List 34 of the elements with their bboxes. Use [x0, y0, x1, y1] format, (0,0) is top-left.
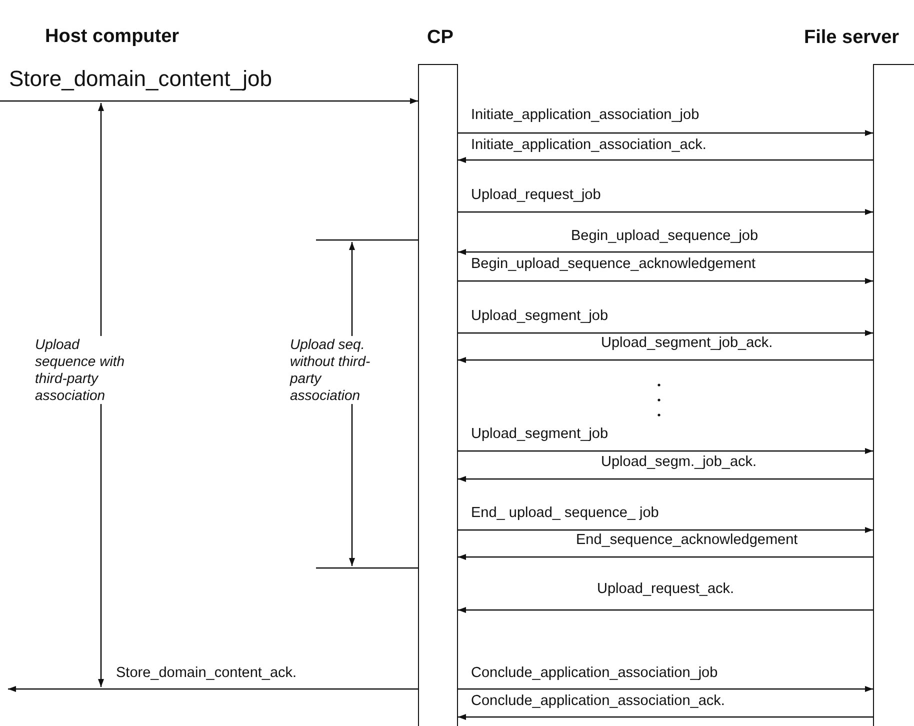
- edge-label: Upload_segment_job_ack.: [600, 335, 774, 352]
- edge-label: Initiate_application_association_job: [470, 107, 700, 124]
- edge-label: Begin_upload_sequence_job: [570, 228, 760, 245]
- edge-label: Begin_upload_sequence_acknowledgement: [470, 256, 757, 273]
- message-arrow: [458, 448, 873, 454]
- message-arrow: [458, 686, 873, 692]
- message-arrow: [458, 157, 873, 163]
- message-arrow: [8, 686, 418, 692]
- edge-label: End_ upload_ sequence_ job: [470, 505, 660, 522]
- edge-label: Store_domain_content_ack.: [115, 665, 298, 682]
- message-arrow: [458, 527, 873, 533]
- edge-label: Upload_segment_job: [470, 426, 610, 443]
- edge-label: Conclude_application_association_job: [470, 665, 719, 682]
- message-arrow: [458, 249, 873, 255]
- lifeline-heading: CP: [427, 27, 454, 49]
- edge-label: Conclude_application_association_ack.: [470, 693, 726, 710]
- edge-label: Upload_request_ack.: [596, 581, 736, 598]
- edge-label: Upload_segment_job: [470, 308, 610, 325]
- edge-label: End_sequence_acknowledgement: [575, 532, 799, 549]
- message-arrow: [0, 98, 418, 104]
- edge-label: Initiate_application_association_ack.: [470, 137, 708, 154]
- edge-label: Upload_segm._job_ack.: [600, 454, 758, 471]
- message-arrow: [458, 278, 873, 284]
- message-arrow: [458, 130, 873, 136]
- message-arrow: [458, 330, 873, 336]
- message-arrow: [458, 607, 873, 613]
- lifeline-heading: File server: [804, 27, 900, 49]
- edge-label: Upload_request_job: [470, 187, 602, 204]
- message-arrow: [458, 554, 873, 560]
- message-arrow: [458, 209, 873, 215]
- message-arrow: [458, 357, 873, 363]
- column-heading: Host computer: [45, 26, 180, 48]
- message-arrow: [458, 476, 873, 482]
- message-arrow: [458, 714, 873, 720]
